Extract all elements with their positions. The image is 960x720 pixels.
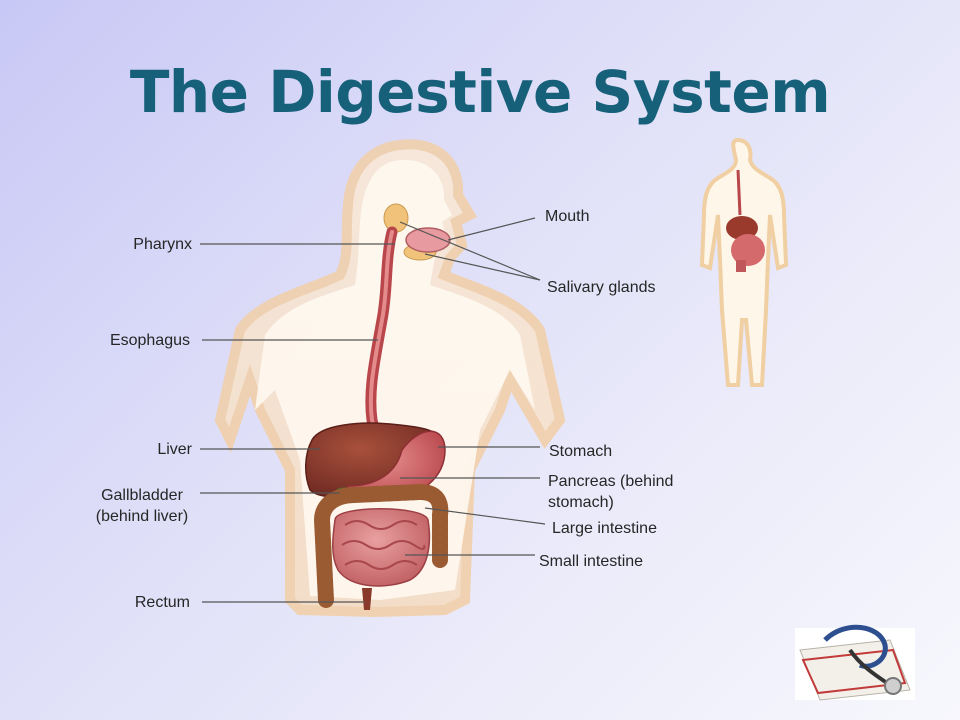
stethoscope-notebook-icon	[795, 624, 915, 701]
salivary-gland-parotid	[383, 203, 409, 233]
large-intestine-leader	[424, 507, 546, 525]
small-intestine-organ	[332, 508, 431, 587]
label-pancreas: Pancreas (behind stomach)	[548, 471, 673, 513]
label-stomach: Stomach	[549, 443, 613, 460]
label-salivary-glands: Salivary glands	[547, 279, 656, 296]
mouth-leader	[447, 217, 536, 241]
label-esophagus: Esophagus	[109, 332, 190, 349]
label-liver: Liver	[157, 441, 192, 458]
label-large-intestine: Large intestine	[552, 520, 657, 537]
label-pancreas-line1: Pancreas (behind	[548, 473, 674, 490]
label-small-intestine: Small intestine	[539, 553, 644, 570]
label-gallbladder-line2: (behind liver)	[95, 508, 189, 525]
rectum-organ	[362, 588, 372, 610]
small-body-figure-icon	[699, 137, 789, 387]
label-mouth: Mouth	[545, 208, 590, 225]
label-gallbladder-line1: Gallbladder	[101, 487, 183, 504]
label-rectum: Rectum	[134, 594, 190, 611]
label-pancreas-line2: stomach)	[548, 494, 614, 511]
salivary-leader-a	[399, 221, 541, 281]
page-title: The Digestive System	[129, 58, 831, 126]
label-gallbladder: Gallbladder (behind liver)	[82, 485, 202, 527]
leader-lines	[200, 217, 546, 603]
salivary-leader-b	[424, 253, 541, 281]
label-pharynx: Pharynx	[133, 236, 192, 253]
large-intestine-organ	[313, 483, 449, 608]
